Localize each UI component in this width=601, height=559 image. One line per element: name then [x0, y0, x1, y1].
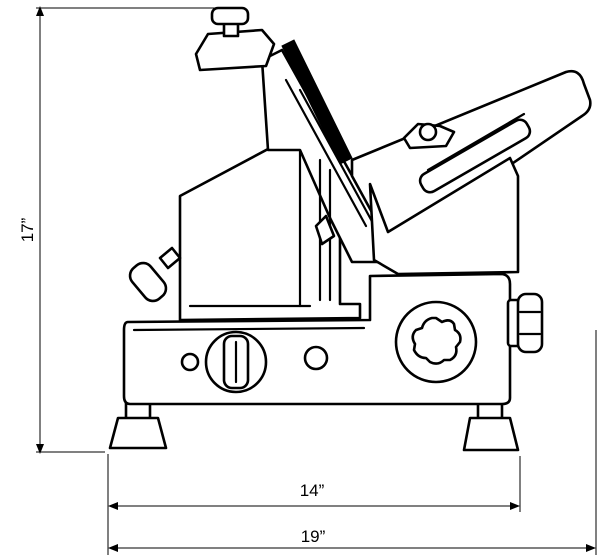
- overall-width-label: 19”: [301, 527, 326, 546]
- left-handle-knob: [128, 246, 182, 303]
- arrow-right-icon: [510, 502, 520, 510]
- side-adjust-knob: [506, 292, 544, 354]
- blade-hub: [394, 300, 478, 384]
- arrow-down-icon: [36, 444, 44, 454]
- base-width-dimension: 14”: [107, 454, 521, 512]
- arrow-left-icon: [108, 502, 118, 510]
- arrow-up-icon: [36, 6, 44, 16]
- arrow-left-icon: [108, 544, 118, 552]
- top-sharpener: [194, 6, 276, 72]
- arrow-right-icon: [586, 544, 596, 552]
- height-dimension: 17”: [18, 6, 240, 454]
- thickness-dial: [180, 330, 329, 394]
- left-foot: [108, 396, 168, 450]
- base-width-label: 14”: [300, 481, 325, 500]
- indicator-dot-right: [303, 345, 329, 371]
- indicator-dot-left: [180, 352, 200, 372]
- right-foot: [462, 398, 520, 452]
- height-label: 17”: [18, 217, 37, 242]
- product-carriage: [350, 69, 592, 276]
- blade-guard-column: [260, 39, 398, 302]
- overall-width-dimension: 19”: [107, 330, 597, 555]
